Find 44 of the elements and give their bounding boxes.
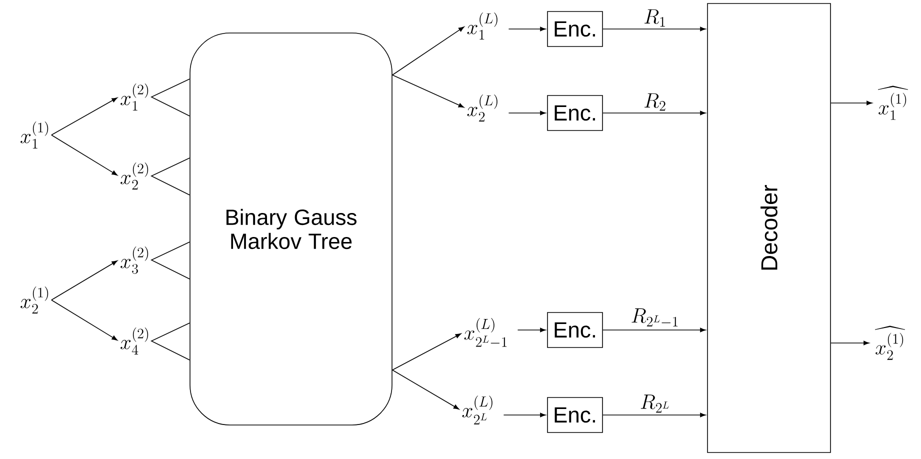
variable-label: $x_2^{(1)}$	[20, 286, 48, 314]
branch-lines	[150, 322, 190, 360]
arrow	[602, 110, 706, 116]
encoder-box: Enc.	[547, 397, 603, 433]
variable-label: $x_{2^L-1}^{(L)}$	[464, 318, 507, 347]
branch-lines	[150, 158, 190, 196]
variable-label: $\widehat{x_2^{(1)}}$	[874, 326, 906, 360]
arrow	[517, 328, 546, 332]
arrow	[508, 26, 546, 32]
variable-label: $x_{2^L}^{(L)}$	[462, 396, 492, 424]
edge-label: $R_2$	[642, 92, 668, 112]
edge-label: $R_1$	[642, 8, 668, 28]
encoder-box: Enc.	[547, 312, 603, 348]
arrow	[830, 340, 870, 346]
variable-label: $x_3^{(2)}$	[120, 246, 148, 274]
arrow	[392, 26, 464, 76]
variable-label: $\widehat{x_1^{(1)}}$	[878, 86, 908, 120]
arrow	[51, 260, 118, 300]
arrow	[51, 300, 118, 340]
arrow	[830, 100, 872, 106]
edge-label: $R_{2^L-1}$	[630, 307, 680, 329]
edge-label: $R_{2^L}$	[638, 394, 672, 414]
arrow	[602, 412, 706, 418]
arrow	[392, 370, 460, 410]
arrow	[602, 328, 706, 332]
arrow	[392, 333, 462, 370]
variable-label: $x_2^{(2)}$	[120, 162, 148, 190]
arrow	[51, 97, 118, 136]
variable-label: $x_4^{(2)}$	[120, 328, 148, 354]
variable-label: $x_1^{(2)}$	[120, 84, 148, 110]
variable-label: $x_2^{(L)}$	[467, 94, 498, 122]
branch-lines	[150, 242, 190, 280]
variable-label: $x_1^{(L)}$	[467, 12, 498, 40]
arrow	[508, 110, 546, 116]
arrow	[602, 26, 706, 32]
tree-box: Binary Gauss Markov Tree	[190, 32, 392, 426]
variable-label: $x_1^{(1)}$	[20, 122, 48, 148]
arrow	[51, 134, 118, 176]
arrow	[503, 412, 546, 418]
arrow	[392, 74, 464, 108]
decoder-box: Decoder	[707, 3, 831, 453]
encoder-box: Enc.	[547, 95, 603, 131]
encoder-box: Enc.	[547, 11, 603, 47]
branch-lines	[150, 78, 190, 116]
